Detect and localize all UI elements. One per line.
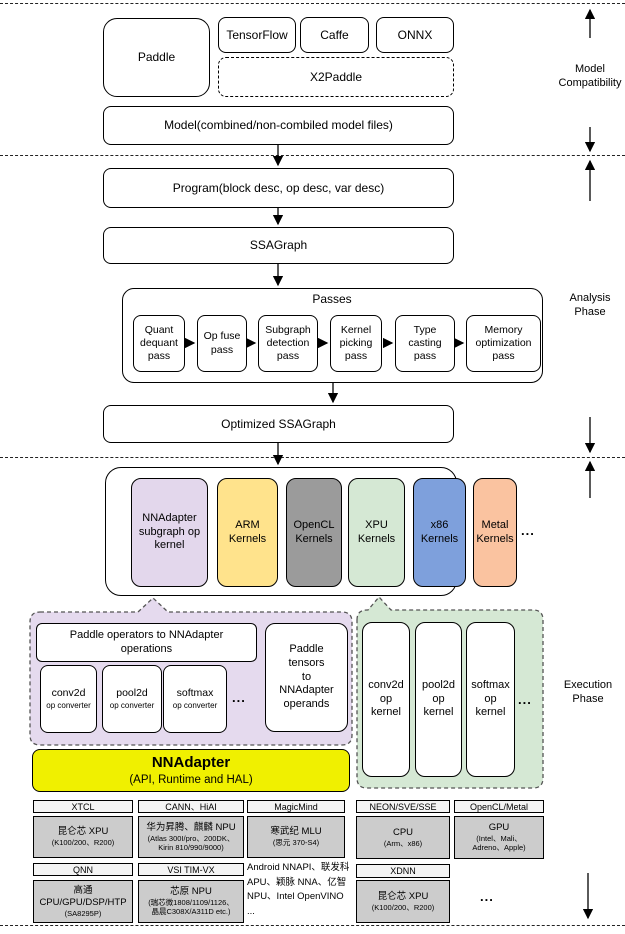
kernel-metal: Metal Kernels — [473, 478, 517, 587]
op-kernels-ellipsis: ... — [518, 692, 532, 707]
separator-top — [0, 3, 625, 4]
nnadapter-bar-title: NNAdapter — [151, 753, 231, 771]
header-xdnn: XDNN — [356, 864, 450, 878]
kernels-ellipsis: ... — [521, 523, 535, 538]
pool2d-op-converter: pool2d op converter — [102, 665, 162, 733]
hw-title: CPU — [392, 826, 414, 838]
converter-name: softmax — [176, 687, 214, 700]
model-compatibility-label: Model Compatibility — [558, 63, 622, 90]
hw-sub: (瑞芯微1808/1109/1126、 晶晨C308X/A311D etc.) — [148, 898, 234, 917]
header-vsi-tim-vx: VSI TIM-VX — [138, 863, 244, 876]
optimized-ssagraph-node: Optimized SSAGraph — [103, 405, 454, 443]
paddle-ops-to-nnadapter-box: Paddle operators to NNAdapter operations — [36, 623, 257, 662]
hw-huawei-npu: 华为昇腾、麒麟 NPU (Atlas 300I/pro、200DK、 Kirin… — [138, 816, 244, 858]
converter-sub: op converter — [172, 700, 218, 710]
separator-model-analysis — [0, 155, 625, 156]
hw-sub: (SA8295P) — [64, 908, 102, 918]
ssagraph-node: SSAGraph — [103, 227, 454, 264]
hw-cambricon-mlu: 寒武纪 MLU (思元 370-S4) — [247, 816, 345, 858]
pool2d-op-kernel: pool2d op kernel — [415, 622, 462, 777]
program-node: Program(block desc, op desc, var desc) — [103, 168, 454, 208]
header-neon-sve-sse: NEON/SVE/SSE — [356, 800, 450, 813]
separator-bottom — [0, 925, 625, 926]
tensorflow-node: TensorFlow — [218, 17, 296, 53]
hw-sub: (K100/200、R200) — [371, 902, 435, 912]
softmax-op-kernel: softmax op kernel — [466, 622, 515, 777]
nnadapter-bar-subtitle: (API, Runtime and HAL) — [129, 773, 253, 786]
hw-title: 高通 CPU/GPU/DSP/HTP — [39, 884, 127, 908]
hw-title: 昆仑芯 XPU — [57, 826, 109, 838]
hw-qualcomm: 高通 CPU/GPU/DSP/HTP (SA8295P) — [33, 880, 133, 923]
converter-sub: op converter — [109, 700, 155, 710]
converters-ellipsis: ... — [232, 690, 246, 705]
hw-sub: (Arm、x86) — [383, 838, 423, 848]
passes-title: Passes — [312, 292, 352, 306]
paddle-node: Paddle — [103, 18, 210, 97]
kernel-arm: ARM Kernels — [217, 478, 278, 587]
hardware-ellipsis: ... — [480, 889, 494, 904]
converter-sub: op converter — [46, 700, 91, 710]
x2paddle-node: X2Paddle — [218, 57, 454, 97]
nnadapter-bar: NNAdapter (API, Runtime and HAL) — [32, 749, 350, 792]
converter-name: conv2d — [51, 687, 86, 700]
hw-title: 芯原 NPU — [170, 886, 212, 898]
hw-sub: (Intel、Mali、 Adreno、Apple) — [472, 834, 526, 853]
hw-title: GPU — [488, 822, 510, 834]
header-xtcl: XTCL — [33, 800, 133, 813]
hw-nnapi-text: Android NNAPI、联发科 APU、颖脉 NNA、亿智NPU、Intel… — [247, 862, 350, 918]
pass-quant-dequant: Quant dequant pass — [133, 315, 185, 372]
header-opencl-metal: OpenCL/Metal — [454, 800, 544, 813]
hw-kunlun-xpu-xdnn: 昆仑芯 XPU (K100/200、R200) — [356, 880, 450, 923]
hw-sub: (Atlas 300I/pro、200DK、 Kirin 810/990/900… — [147, 833, 235, 852]
hw-title: 华为昇腾、麒麟 NPU — [146, 821, 236, 833]
kernel-nnadapter: NNAdapter subgraph op kernel — [131, 478, 208, 587]
pass-kernel-picking: Kernel picking pass — [330, 315, 382, 372]
paddle-tensors-box: Paddle tensors to NNAdapter operands — [265, 623, 348, 732]
converter-name: pool2d — [116, 687, 148, 700]
caffe-node: Caffe — [300, 17, 369, 53]
hw-verisilicon-npu: 芯原 NPU (瑞芯微1808/1109/1126、 晶晨C308X/A311D… — [138, 880, 244, 923]
pass-subgraph-detection: Subgraph detection pass — [258, 315, 318, 372]
pass-memory-optimization: Memory optimization pass — [466, 315, 541, 372]
kernel-xpu: XPU Kernels — [348, 478, 405, 587]
hw-sub: (思元 370-S4) — [272, 838, 320, 848]
conv2d-op-kernel: conv2d op kernel — [362, 622, 410, 777]
hw-sub: (K100/200、R200) — [51, 838, 115, 848]
onnx-node: ONNX — [376, 17, 454, 53]
hw-cpu: CPU (Arm、x86) — [356, 816, 450, 859]
conv2d-op-converter: conv2d op converter — [40, 665, 97, 733]
separator-analysis-execution — [0, 457, 625, 458]
hw-title: 寒武纪 MLU — [270, 826, 322, 838]
pass-op-fuse: Op fuse pass — [197, 315, 247, 372]
hw-title: 昆仑芯 XPU — [377, 890, 429, 902]
pass-type-casting: Type casting pass — [395, 315, 455, 372]
softmax-op-converter: softmax op converter — [163, 665, 227, 733]
header-magicmind: MagicMind — [247, 800, 345, 813]
kernel-opencl: OpenCL Kernels — [286, 478, 342, 587]
model-node: Model(combined/non-combiled model files) — [103, 106, 454, 145]
header-qnn: QNN — [33, 863, 133, 876]
hw-kunlun-xpu: 昆仑芯 XPU (K100/200、R200) — [33, 816, 133, 858]
analysis-phase-label: Analysis Phase — [569, 292, 611, 319]
hw-gpu: GPU (Intel、Mali、 Adreno、Apple) — [454, 816, 544, 859]
header-cann-hiai: CANN、HiAI — [138, 800, 244, 813]
execution-phase-label: Execution Phase — [563, 679, 613, 706]
kernel-x86: x86 Kernels — [413, 478, 466, 587]
